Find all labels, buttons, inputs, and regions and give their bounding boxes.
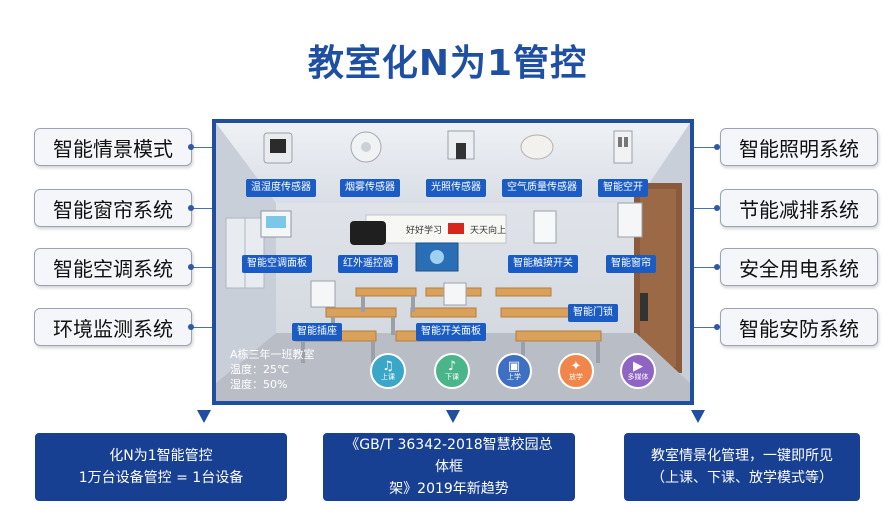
mode-label: 下课 xyxy=(445,373,459,381)
connector-dot xyxy=(188,205,194,211)
device-label-switch-panel: 智能开关面板 xyxy=(416,323,486,341)
banner-right: 天天向上 xyxy=(470,226,507,236)
device-label-socket: 智能插座 xyxy=(292,323,342,341)
mode-label: 放学 xyxy=(569,373,583,381)
arrow-down-icon xyxy=(691,410,705,423)
device-label-temp-humidity: 温湿度传感器 xyxy=(246,179,316,197)
device-label-air-quality: 空气质量传感器 xyxy=(502,179,582,197)
system-box-energy-saving: 节能减排系统 xyxy=(720,189,878,227)
mode-button-class-start[interactable]: ♫ 上课 xyxy=(370,353,406,389)
bell-icon: ♪ xyxy=(447,359,457,374)
system-box-security: 智能安防系统 xyxy=(720,308,878,346)
device-label-smoke: 烟雾传感器 xyxy=(340,179,400,197)
connector-line xyxy=(692,327,720,328)
device-label-door-lock: 智能门锁 xyxy=(568,304,618,322)
system-box-electrical-safety: 安全用电系统 xyxy=(720,248,878,286)
arrow-down-icon xyxy=(446,410,460,423)
system-box-environment: 环境监测系统 xyxy=(34,308,192,346)
backpack-icon: ▣ xyxy=(507,359,521,374)
connector-dot xyxy=(714,324,720,330)
device-label-ac-panel: 智能空调面板 xyxy=(242,255,312,273)
connector-dot xyxy=(714,205,720,211)
walking-person-icon: ✦ xyxy=(570,359,582,374)
class-start-icon: ♫ xyxy=(382,359,394,374)
summary-line: 架》2019年新趋势 xyxy=(389,481,509,497)
classroom-scene: 好好学习 天天向上 温湿度传感器 烟雾传感器 光照传感器 空气质量传感器 智能空… xyxy=(212,119,694,405)
summary-line: 1万台设备管控 = 1台设备 xyxy=(78,470,244,486)
page-title: 教室化N为1管控 xyxy=(307,43,588,84)
connector-dot xyxy=(188,324,194,330)
summary-box-n-to-1: 化N为1智能管控 1万台设备管控 = 1台设备 xyxy=(35,433,287,501)
summary-line: （上课、下课、放学模式等） xyxy=(651,470,833,486)
system-box-air-conditioning: 智能空调系统 xyxy=(34,248,192,286)
connector-dot xyxy=(188,144,194,150)
device-label-breaker: 智能空开 xyxy=(598,179,648,197)
arrow-down-icon xyxy=(197,410,211,423)
room-info-panel: A栋三年一班教室 温度：25℃ 湿度：50% xyxy=(230,347,350,392)
mode-button-class-break[interactable]: ♪ 下课 xyxy=(434,353,470,389)
device-label-touch-switch: 智能触摸开关 xyxy=(508,255,578,273)
connector-line xyxy=(191,208,215,209)
flag-icon xyxy=(448,223,464,234)
connector-dot xyxy=(188,264,194,270)
device-label-ir: 红外遥控器 xyxy=(338,255,398,273)
connector-line xyxy=(692,147,720,148)
summary-box-standard: 《GB/T 36342-2018智慧校园总体框 架》2019年新趋势 xyxy=(323,433,575,501)
mode-button-school-start[interactable]: ▣ 上学 xyxy=(496,353,532,389)
connector-line xyxy=(692,267,720,268)
connector-line xyxy=(191,147,215,148)
summary-line: 教室情景化管理，一键即所见 xyxy=(651,448,833,464)
summary-box-scene-management: 教室情景化管理，一键即所见 （上课、下课、放学模式等） xyxy=(624,433,860,501)
mode-label: 上课 xyxy=(381,373,395,381)
mode-label: 上学 xyxy=(507,373,521,381)
system-box-curtain: 智能窗帘系统 xyxy=(34,189,192,227)
summary-line: 《GB/T 36342-2018智慧校园总体框 xyxy=(345,437,553,475)
mode-button-multimedia[interactable]: ▶ 多媒体 xyxy=(620,353,656,389)
connector-line xyxy=(191,267,215,268)
connector-dot xyxy=(714,264,720,270)
device-label-light: 光照传感器 xyxy=(426,179,486,197)
connector-dot xyxy=(714,144,720,150)
system-box-lighting: 智能照明系统 xyxy=(720,128,878,166)
mode-label: 多媒体 xyxy=(627,373,649,381)
connector-line xyxy=(191,327,215,328)
system-box-scene-mode: 智能情景模式 xyxy=(34,128,192,166)
mode-button-school-end[interactable]: ✦ 放学 xyxy=(558,353,594,389)
connector-line xyxy=(692,208,720,209)
banner-left: 好好学习 xyxy=(406,226,443,236)
room-humidity: 湿度：50% xyxy=(230,378,288,391)
room-temperature: 温度：25℃ xyxy=(230,363,290,376)
summary-line: 化N为1智能管控 xyxy=(109,448,213,464)
film-icon: ▶ xyxy=(633,359,643,374)
device-label-curtain: 智能窗帘 xyxy=(606,255,656,273)
room-name: A栋三年一班教室 xyxy=(230,348,315,361)
